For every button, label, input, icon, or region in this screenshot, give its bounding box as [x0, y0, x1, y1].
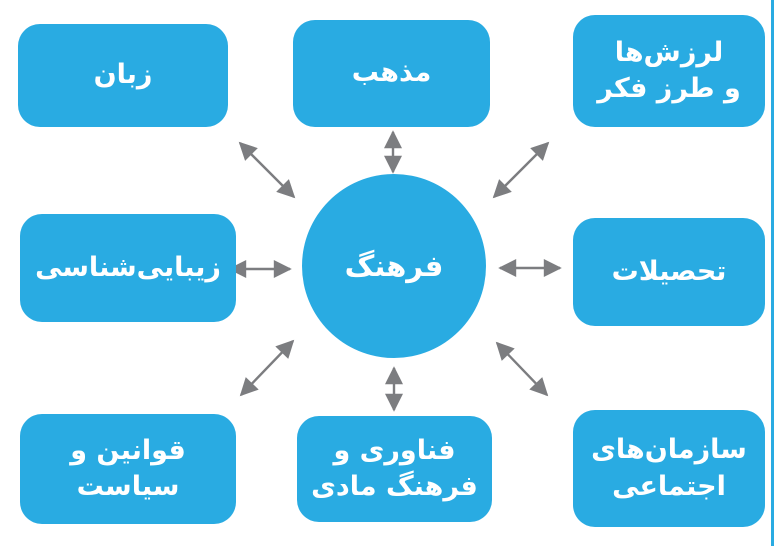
node-education: تحصیلات — [573, 218, 765, 326]
node-aesthetics: زیبایی‌شناسی — [20, 214, 236, 322]
arrow-center-social-organizations — [495, 341, 549, 397]
node-religion: مذهب — [293, 20, 490, 127]
node-values-and-mindset-label: لرزش‌ها و طرز فکر — [597, 36, 741, 104]
center-node-culture-label: فرهنگ — [344, 249, 444, 283]
arrow-center-laws — [239, 339, 295, 397]
center-node-culture: فرهنگ — [302, 174, 486, 358]
node-aesthetics-label: زیبایی‌شناسی — [35, 251, 221, 283]
node-technology-and-material-culture-label: فناوری و فرهنگ مادی — [311, 434, 478, 502]
node-education-label: تحصیلات — [611, 255, 727, 287]
node-laws-and-politics: قوانین و سیاست — [20, 414, 236, 524]
node-religion-label: مذهب — [351, 57, 432, 89]
arrow-center-language — [238, 141, 296, 199]
right-border-line — [771, 0, 774, 546]
node-language: زبان — [18, 24, 228, 127]
node-values-and-mindset: لرزش‌ها و طرز فکر — [573, 15, 765, 127]
node-laws-and-politics-label: قوانین و سیاست — [70, 434, 186, 502]
node-technology-and-material-culture: فناوری و فرهنگ مادی — [297, 416, 492, 522]
node-language-label: زبان — [93, 59, 153, 91]
node-social-organizations: سازمان‌های اجتماعی — [573, 410, 765, 527]
arrow-center-values — [492, 141, 550, 199]
node-social-organizations-label: سازمان‌های اجتماعی — [591, 434, 747, 502]
